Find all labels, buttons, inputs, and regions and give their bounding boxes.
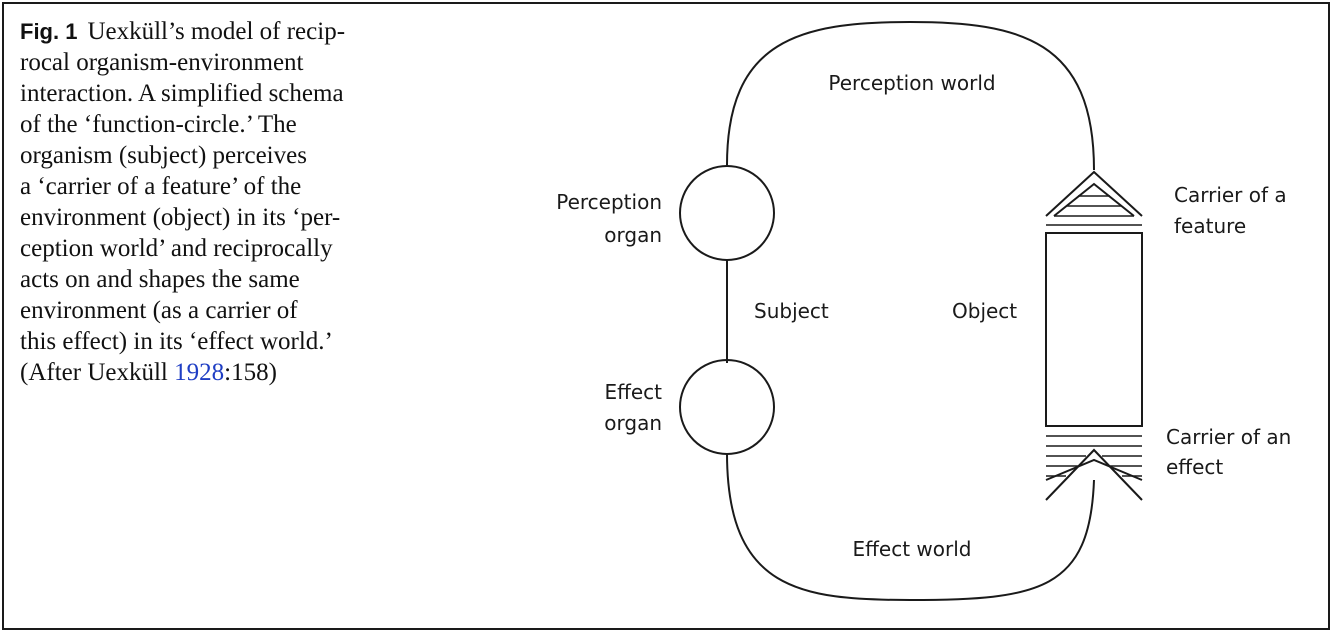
feature-carrier-head xyxy=(1045,170,1143,217)
caption-text: rocal organism-environment xyxy=(20,49,304,76)
caption-text: interaction. A simplified schema xyxy=(20,80,344,107)
perception-world-arc xyxy=(726,20,1095,171)
effect-hatching xyxy=(1046,425,1142,477)
figure-caption: Fig. 1 Uexküll’s model of recip- rocal or… xyxy=(20,16,430,388)
caption-text: organism (subject) perceives xyxy=(20,142,307,169)
effect-carrier-chevron-outer xyxy=(1045,448,1143,501)
caption-line-1: Fig. 1 Uexküll’s model of recip- xyxy=(20,16,430,47)
perception-organ-label: organ xyxy=(604,223,662,247)
effect-carrier-chevron-inner xyxy=(1045,458,1143,481)
perception-organ-circle xyxy=(679,165,775,261)
caption-text: environment (as a carrier of xyxy=(20,297,298,324)
feature-carrier-inner xyxy=(1053,182,1135,217)
effect-organ-label: Effect xyxy=(604,380,662,404)
caption-text: ception world’ and reciprocally xyxy=(20,235,333,262)
object-body xyxy=(1045,232,1143,427)
carrier-feature-label: Carrier of a xyxy=(1174,183,1287,207)
carrier-feature-label: feature xyxy=(1174,214,1246,238)
carrier-effect-label: Carrier of an xyxy=(1166,425,1291,449)
reference-link[interactable]: 1928 xyxy=(174,359,225,386)
effect-world-arc xyxy=(726,452,1095,602)
perception-world-label: Perception world xyxy=(828,71,995,95)
feature-hatching xyxy=(1046,195,1142,234)
effect-organ-circle xyxy=(679,359,775,455)
caption-line-last: (After Uexküll 1928:158) xyxy=(20,357,430,388)
perception-organ-label: Perception xyxy=(556,190,662,214)
caption-text: :158) xyxy=(224,359,277,386)
caption-text: acts on and shapes the same xyxy=(20,266,300,293)
caption-text: of the ‘function-circle.’ The xyxy=(20,111,297,138)
figure-label: Fig. 1 xyxy=(20,19,78,44)
object-label: Object xyxy=(952,299,1017,323)
subject-label: Subject xyxy=(754,299,829,323)
caption-text: environment (object) in its ‘per- xyxy=(20,204,341,231)
carrier-effect-label: effect xyxy=(1166,455,1223,479)
effect-organ-label: organ xyxy=(604,411,662,435)
caption-text: a ‘carrier of a feature’ of the xyxy=(20,173,302,200)
caption-text: this effect) in its ‘effect world.’ xyxy=(20,328,333,355)
caption-text: (After Uexküll xyxy=(20,359,175,386)
effect-world-label: Effect world xyxy=(853,537,972,561)
caption-text: Uexküll’s model of recip- xyxy=(87,18,346,45)
